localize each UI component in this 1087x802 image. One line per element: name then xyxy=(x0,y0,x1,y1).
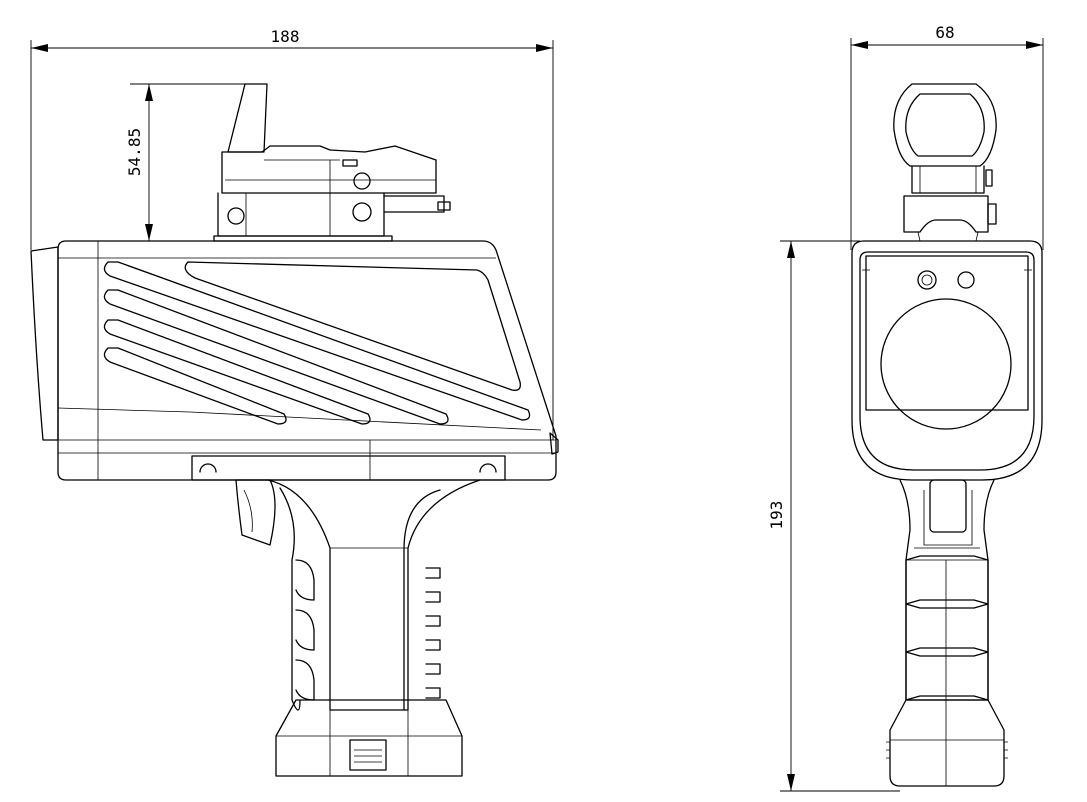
side-view: 188 54.85 xyxy=(30,27,559,777)
dimension-54-85-label: 54.85 xyxy=(125,128,144,176)
top-sight xyxy=(213,83,451,242)
front-view: 68 193 xyxy=(767,23,1044,792)
dimension-193-label: 193 xyxy=(767,501,786,530)
dimension-188-label: 188 xyxy=(271,27,300,46)
main-body xyxy=(30,240,559,481)
dimension-188: 188 xyxy=(30,27,554,440)
grip-serrations xyxy=(425,567,441,699)
front-head xyxy=(851,240,1043,481)
dimension-193: 193 xyxy=(767,240,900,792)
handle xyxy=(191,455,506,777)
dimension-68: 68 xyxy=(850,23,1044,250)
front-sight xyxy=(893,83,997,242)
front-handle xyxy=(886,479,1008,787)
dimension-68-label: 68 xyxy=(935,23,954,42)
